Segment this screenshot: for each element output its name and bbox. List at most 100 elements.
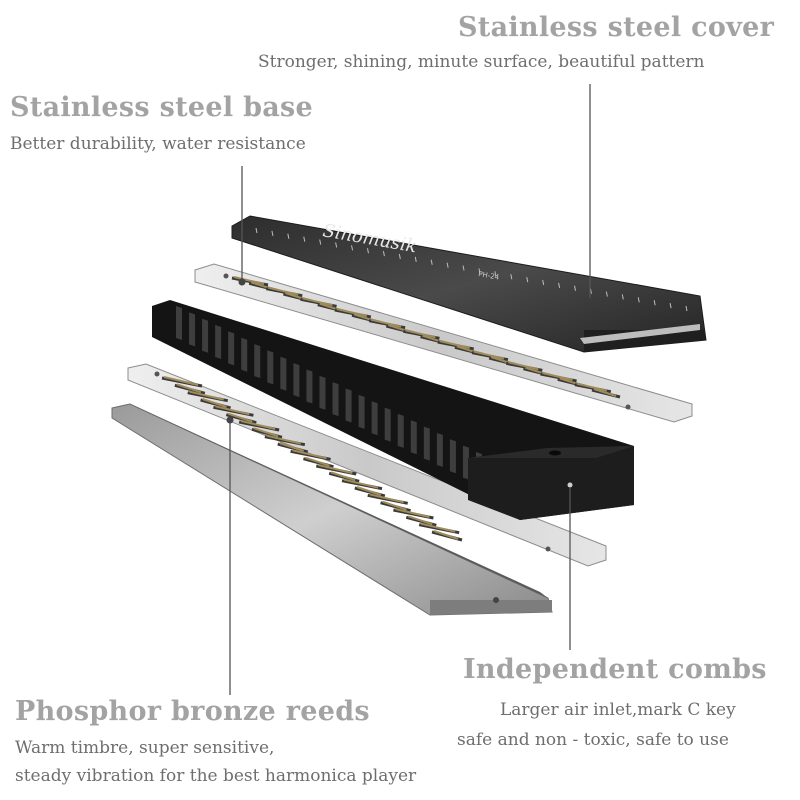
base-leader-dot <box>238 278 246 286</box>
comb <box>152 300 634 520</box>
reed-slot <box>187 390 229 403</box>
base-description: Better durability, water resistance <box>10 134 306 154</box>
comb-tooth <box>384 407 391 442</box>
cover-tick <box>287 233 290 239</box>
cover-tick <box>526 277 529 283</box>
cover-tick <box>398 253 401 260</box>
reed-slot <box>238 420 280 432</box>
reed-slot <box>393 508 434 520</box>
reed-slot <box>161 376 203 388</box>
cover-description: Stronger, shining, minute surface, beaut… <box>258 52 705 72</box>
reed-slot <box>328 471 360 483</box>
reed-slot <box>300 297 337 308</box>
comb-tooth <box>293 363 300 398</box>
reed-slot <box>418 522 460 535</box>
cover-tick <box>605 291 608 297</box>
comb-tooth <box>306 369 313 404</box>
reed-slot <box>334 308 372 319</box>
reed-slot <box>213 405 254 417</box>
reed-slot <box>574 382 612 394</box>
reed-slot <box>265 286 303 298</box>
comb-tooth <box>189 312 196 347</box>
comb-tooth <box>215 325 222 360</box>
comb-tooth <box>202 318 209 353</box>
reed-slot <box>251 427 283 439</box>
comb-tooth <box>176 306 182 340</box>
cover-tick <box>494 271 497 277</box>
reed-slot <box>431 530 463 542</box>
comb-tooth <box>267 350 274 385</box>
comb-tooth <box>436 432 443 467</box>
comb-tooth <box>319 375 326 410</box>
cover-tick <box>621 294 624 300</box>
comb-tooth <box>371 401 378 436</box>
cover-title: Stainless steel cover <box>458 12 775 43</box>
cover-tick <box>637 297 640 303</box>
cover-tick <box>303 236 306 242</box>
comb-tooth <box>397 413 404 448</box>
cover-tick <box>366 248 369 254</box>
base-title: Stainless steel base <box>10 92 314 123</box>
comb-tooth <box>332 382 339 417</box>
comb-tooth <box>462 445 469 480</box>
cover-tick <box>574 285 577 291</box>
cover-tick <box>446 262 449 268</box>
reed-slot <box>591 388 621 399</box>
cover-tick <box>542 279 545 286</box>
top-cover: Sinomusik PH-24 <box>231 215 707 353</box>
cover-tick <box>335 242 338 248</box>
combs-title: Independent combs <box>463 654 767 685</box>
comb-tooth <box>449 439 456 474</box>
reed-slot <box>303 456 334 469</box>
cover-tick <box>462 265 465 271</box>
cover-tick <box>653 300 656 306</box>
reed-slot <box>341 478 383 491</box>
reeds-leader-dot <box>226 416 234 424</box>
cover-tick <box>351 245 354 251</box>
reed-slot <box>264 434 306 447</box>
cover-tick <box>382 251 385 257</box>
comb-tooth <box>358 394 365 429</box>
cover-tick <box>430 259 433 265</box>
reed-slot <box>403 329 440 340</box>
cover-tick <box>669 303 672 309</box>
reed-slot <box>290 449 331 461</box>
comb-tooth <box>228 331 235 366</box>
reed-slot <box>367 493 409 505</box>
bottom-cover <box>111 403 553 616</box>
reed-slot <box>200 398 231 410</box>
combs-description-line1: Larger air inlet,mark C key <box>500 700 736 720</box>
lower-reed-plate <box>127 363 607 567</box>
reed-slot <box>231 276 269 287</box>
cover-tick <box>685 305 688 312</box>
comb-tooth <box>410 420 417 455</box>
model-label: PH-24 <box>478 270 501 282</box>
cover-tick <box>478 268 481 274</box>
reed-slot <box>437 340 475 351</box>
cover-tick <box>319 239 322 245</box>
reed-slot <box>354 486 386 498</box>
reed-slot <box>277 442 309 454</box>
cover-tick <box>255 227 258 234</box>
combs-description-line2: safe and non - toxic, safe to use <box>457 730 729 750</box>
reed-slot <box>540 372 577 383</box>
reed-slot <box>380 500 411 513</box>
reed-slot <box>174 383 206 395</box>
comb-tooth <box>423 426 430 461</box>
upper-reed-plate <box>194 263 693 423</box>
reed-slot <box>368 318 406 330</box>
cover-tick <box>414 256 417 262</box>
comb-tooth <box>345 388 352 423</box>
cover-tick <box>558 282 561 288</box>
cover-tick <box>271 230 274 236</box>
reeds-description-line1: Warm timbre, super sensitive, <box>15 738 275 758</box>
reed-slot <box>505 361 543 372</box>
reed-slot <box>405 515 437 527</box>
reed-slot <box>225 412 257 425</box>
reed-slot <box>315 464 357 476</box>
comb-tooth <box>241 337 248 372</box>
comb-tooth <box>280 356 287 391</box>
cover-tick <box>510 274 513 280</box>
